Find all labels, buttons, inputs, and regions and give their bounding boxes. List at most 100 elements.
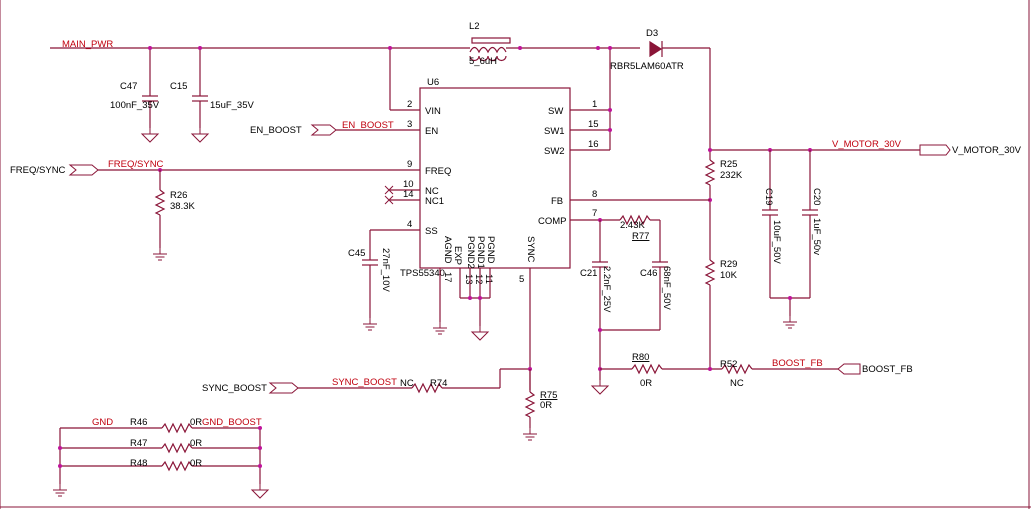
pin-1-num: 1 — [592, 99, 597, 110]
r26-resistor: R26 38.3K — [152, 170, 195, 261]
freq-sync-wire-label: FREQ/SYNC — [108, 159, 164, 170]
r75-resistor: R75 0R — [522, 369, 557, 441]
r25-ref: R25 — [720, 159, 737, 170]
r29-ref: R29 — [720, 259, 737, 270]
v-motor-net: V_MOTOR_30V V_MOTOR_30V — [708, 139, 1022, 156]
pin-4-num: 4 — [407, 219, 412, 230]
pin-17-num: 17 — [442, 272, 453, 283]
pin-comp: COMP — [538, 216, 567, 227]
r29-value: 10K — [720, 270, 738, 281]
r46-value: 0R — [190, 417, 202, 428]
c46-ref: C46 — [640, 268, 657, 279]
pin-10-num: 10 — [403, 179, 414, 190]
pin-freq: FREQ — [425, 166, 451, 177]
main-pwr-net: MAIN_PWR — [50, 39, 470, 111]
pin-sw: SW — [548, 106, 563, 117]
c20-value: 1uF_50v — [811, 218, 822, 255]
pin-5-num: 5 — [519, 274, 524, 285]
d3-value: RBR5LAM60ATR — [610, 61, 684, 72]
boost-fb-net: R80 0R R52 NC BOOST_FB BOOST_FB — [600, 352, 913, 389]
c19-capacitor: C19 10uF_50V — [762, 150, 782, 298]
pin-pgnd2: PGND2 — [465, 236, 476, 269]
pin-15-num: 15 — [588, 119, 599, 130]
c47-value: 100nF_35V — [110, 100, 160, 111]
pin-pgnd: PGND — [485, 236, 496, 264]
r47-value: 0R — [190, 438, 202, 449]
r48-ref: R48 — [130, 458, 147, 469]
pin-agnd: AGND — [442, 236, 453, 264]
en-boost-wire-label: EN_BOOST — [342, 120, 394, 131]
r80-ref: R80 — [632, 352, 649, 363]
freq-sync-port-label: FREQ/SYNC — [10, 165, 66, 176]
output-cap-ground — [770, 296, 810, 329]
main-pwr-label: MAIN_PWR — [62, 39, 113, 50]
boost-fb-wire-label: BOOST_FB — [772, 358, 823, 369]
r75-value: 0R — [540, 400, 552, 411]
pin-16-num: 16 — [588, 139, 599, 150]
r52-value: NC — [730, 378, 744, 389]
sync-boost-wire-label: SYNC_BOOST — [332, 377, 397, 388]
v-motor-wire-label: V_MOTOR_30V — [832, 139, 902, 150]
u6-ref: U6 — [427, 77, 439, 88]
freq-sync-port: FREQ/SYNC FREQ/SYNC — [10, 159, 420, 176]
c45-ref: C45 — [348, 248, 365, 259]
pin-nc: NC — [425, 186, 439, 197]
r80-value: 0R — [640, 378, 652, 389]
gnd-wire-label: GND — [92, 417, 113, 428]
pin-ss: SS — [425, 226, 438, 237]
pin-7-num: 7 — [592, 208, 597, 219]
c19-ref: C19 — [763, 188, 774, 205]
sync-boost-port-label: SYNC_BOOST — [202, 383, 267, 394]
l2-ref: L2 — [469, 21, 480, 32]
c21-ref: C21 — [580, 268, 597, 279]
pin-14-num: 14 — [403, 189, 414, 200]
r74-ref: R74 — [430, 378, 447, 389]
r77-ref: R77 — [632, 231, 649, 242]
c47-capacitor: C47 100nF_35V — [110, 81, 160, 143]
pin-12-num: 12 — [473, 274, 484, 285]
r74-value: NC — [400, 378, 414, 389]
r48-value: 0R — [190, 458, 202, 469]
c20-ref: C20 — [811, 188, 822, 205]
pin-exp: EXP — [452, 246, 463, 265]
r26-value: 38.3K — [170, 201, 195, 212]
c45-capacitor: C45 27nF_10V — [348, 229, 420, 331]
r26-ref: R26 — [170, 190, 187, 201]
r52-ref: R52 — [720, 359, 737, 370]
c21-value: 2.2nF_25V — [601, 266, 612, 313]
gnd-boost-wire-label: GND_BOOST — [202, 417, 262, 428]
c15-ref: C15 — [170, 81, 187, 92]
c19-value: 10uF_50V — [771, 220, 782, 265]
pin-2-num: 2 — [407, 99, 412, 110]
sw-node — [570, 46, 612, 151]
r77-value: 2.43K — [620, 220, 645, 231]
en-boost-port-label: EN_BOOST — [250, 125, 302, 136]
r25-resistor: R25 232K — [704, 159, 743, 260]
v-motor-port-label: V_MOTOR_30V — [952, 145, 1022, 156]
u6-ic: U6 TPS55340 2 VIN 3 EN 9 FREQ 10 NC 14 N… — [380, 77, 599, 390]
pin-pgnd1: PGND1 — [475, 236, 486, 269]
sync-boost-net: SYNC_BOOST SYNC_BOOST NC R74 — [202, 367, 532, 394]
pin-vin: VIN — [425, 106, 441, 117]
pin-9-num: 9 — [407, 159, 412, 170]
c15-capacitor: C15 15uF_35V — [170, 81, 255, 143]
c47-ref: C47 — [120, 81, 137, 92]
pin-11-num: 11 — [483, 274, 494, 284]
c15-value: 15uF_35V — [210, 100, 255, 111]
r29-resistor: R29 10K — [704, 259, 738, 369]
pin-nc1: NC1 — [425, 196, 444, 207]
boost-fb-port-label: BOOST_FB — [862, 364, 913, 375]
en-boost-port: EN_BOOST EN_BOOST — [250, 120, 394, 136]
gnd-bridge: GND GND_BOOST R46 0R R47 0R R48 0R — [52, 417, 269, 499]
pin-sw1: SW1 — [544, 126, 565, 137]
u6-part: TPS55340 — [400, 268, 445, 279]
comp-network: 2.43K R77 C21 2.2nF_25V C46 68nF_50V — [570, 214, 672, 395]
c46-value: 68nF_50V — [661, 266, 672, 311]
l2-value: 5_6uH — [469, 56, 497, 67]
c45-value: 27nF_10V — [380, 248, 391, 293]
pin-8-num: 8 — [592, 189, 597, 200]
r47-ref: R47 — [130, 438, 147, 449]
d3-diode: D3 RBR5LAM60ATR — [610, 28, 711, 160]
pin-en: EN — [425, 126, 438, 137]
